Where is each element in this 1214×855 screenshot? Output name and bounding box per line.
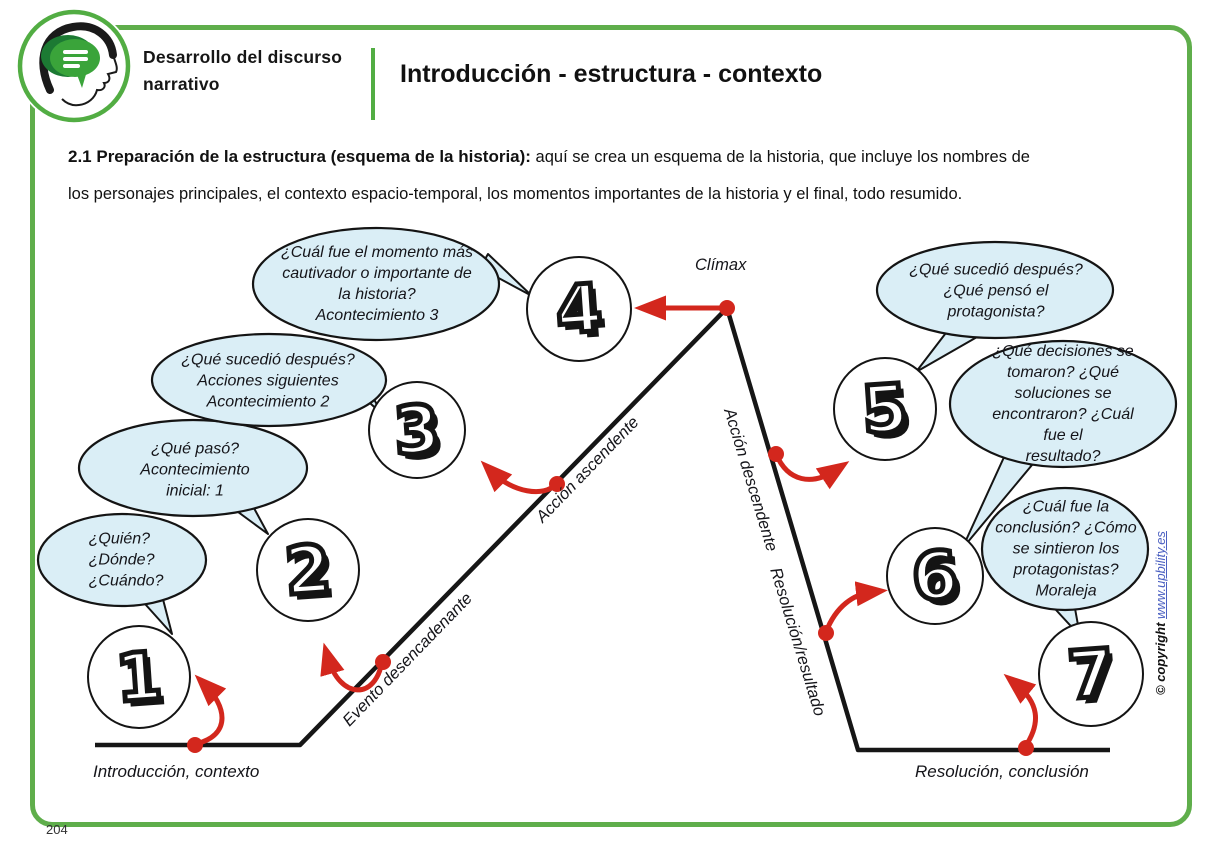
intro-line-2: los personajes principales, el contexto … — [68, 185, 963, 203]
bubble-text-1: ¿Quién? ¿Dónde? ¿Cuándo? — [88, 530, 164, 590]
label-introduccion-contexto: Introducción, contexto — [93, 762, 260, 781]
stage-circle-2: 2 — [256, 518, 360, 622]
stage-circle-3: 3 — [368, 381, 466, 479]
stage-number-5: 5 — [857, 366, 913, 451]
stage-circle-5: 5 — [833, 357, 937, 461]
plot-point-dots — [187, 300, 1034, 756]
copyright-text: © copyright — [1153, 618, 1168, 695]
stage-number-4: 4 — [551, 266, 607, 351]
page-title: Introducción - estructura - contexto — [400, 60, 823, 88]
stage-number-2: 2 — [280, 527, 336, 612]
header-divider — [371, 48, 375, 120]
stage-number-6: 6 — [907, 533, 963, 618]
stage-number-7: 7 — [1063, 631, 1119, 716]
page-border — [30, 25, 1192, 827]
brain-speech-logo-svg — [17, 9, 131, 123]
stage-circle-4: 4 — [526, 256, 632, 362]
copyright-link[interactable]: www.upbility.es — [1153, 531, 1168, 619]
label-resolucion-conclusion: Resolución, conclusión — [915, 762, 1089, 781]
stage-circle-1: 1 — [87, 625, 191, 729]
bubble-text-6: ¿Qué decisiones se tomaron? ¿Qué solucio… — [992, 343, 1134, 465]
intro-line-1: 2.1 Preparación de la estructura (esquem… — [68, 147, 1030, 167]
bubble-text-2: ¿Qué pasó? Acontecimiento inicial: 1 — [140, 440, 250, 500]
bubble-text-3: ¿Qué sucedió después? Acciones siguiente… — [181, 351, 355, 411]
bubble-text-7: ¿Cuál fue la conclusión? ¿Cómo se sintie… — [995, 498, 1137, 600]
speech-bubbles — [36, 226, 1178, 612]
bubble-text-5: ¿Qué sucedió después? ¿Qué pensó el prot… — [909, 261, 1083, 321]
label-climax: Clímax — [695, 256, 747, 274]
stage-circle-7: 7 — [1038, 621, 1144, 727]
brain-speech-logo-icon — [16, 8, 132, 124]
page-number: 204 — [46, 822, 68, 837]
intro-line1-rest: aquí se crea un esquema de la historia, … — [530, 148, 1030, 166]
logo-title: Desarrollo del discurso narrativo — [143, 47, 343, 94]
copyright-notice: © copyright www.upbility.es — [1153, 495, 1173, 695]
stage-circle-6: 6 — [886, 527, 984, 625]
stage-number-1: 1 — [111, 634, 167, 719]
stage-number-3: 3 — [389, 387, 445, 472]
intro-bold: 2.1 Preparación de la estructura (esquem… — [68, 147, 531, 166]
bubble-text-4: ¿Cuál fue el momento más cautivador o im… — [280, 244, 474, 324]
